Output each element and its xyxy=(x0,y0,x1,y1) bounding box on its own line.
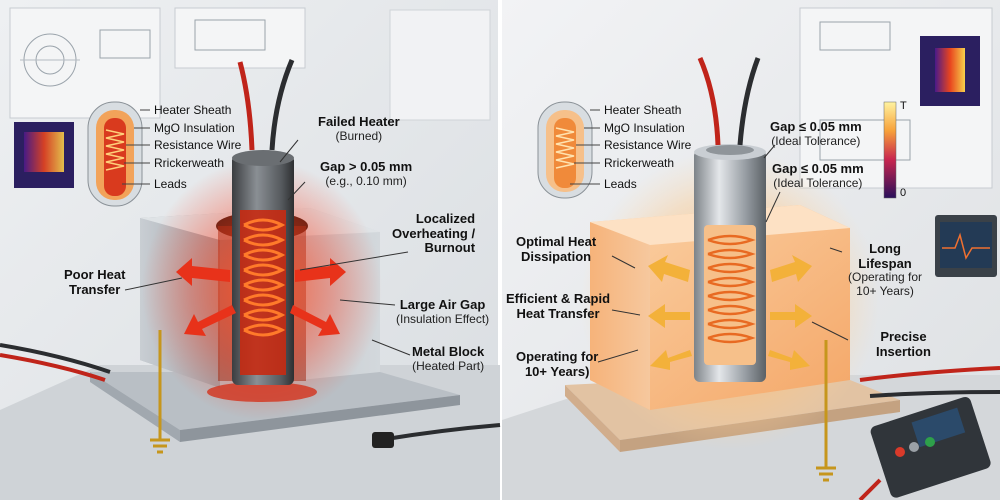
legend-rrickerweath: Rrickerweath xyxy=(154,156,225,170)
legend-rrickerweath-right: Rrickerweath xyxy=(604,156,675,170)
overheating-label: Localized Overheating / Burnout xyxy=(392,211,476,256)
gap-ideal-label-1: Gap ≤ 0.05 mm (Ideal Tolerance) xyxy=(770,119,862,148)
legend-mgo-insulation-right: MgO Insulation xyxy=(604,121,685,135)
long-lifespan-label: Long Lifespan (Operating for 10+ Years) xyxy=(848,241,923,298)
legend-heater-sheath: Heater Sheath xyxy=(154,103,232,117)
legend-heater-sheath-right: Heater Sheath xyxy=(604,103,682,117)
large-air-gap-label: Large Air Gap (Insulation Effect) xyxy=(396,297,490,326)
legend-leads: Leads xyxy=(154,177,187,191)
precise-insertion-label: Precise Insertion xyxy=(876,329,931,359)
poor-heat-transfer-label: Poor Heat Transfer xyxy=(64,267,126,297)
scale-top-label: T xyxy=(900,100,907,112)
legend-resistance-wire-right: Resistance Wire xyxy=(604,138,692,152)
scale-bottom-label: 0 xyxy=(900,187,907,199)
legend-leads-right: Leads xyxy=(604,177,637,191)
gap-large-label: Gap > 0.05 mm (e.g., 0.10 mm) xyxy=(320,159,413,188)
legend-resistance-wire: Resistance Wire xyxy=(154,138,242,152)
metal-block-label: Metal Block (Heated Part) xyxy=(412,344,485,373)
efficient-heat-transfer-label: Efficient & Rapid Heat Transfer xyxy=(506,291,611,321)
gap-ideal-label-2: Gap ≤ 0.05 mm (Ideal Tolerance) xyxy=(772,161,864,190)
operating-years-label: Operating for 10+ Years) xyxy=(516,349,599,379)
legend-mgo-insulation: MgO Insulation xyxy=(154,121,235,135)
optimal-heat-dissipation-label: Optimal Heat Dissipation xyxy=(516,234,597,264)
failed-heater-label: Failed Heater (Burned) xyxy=(318,114,400,143)
